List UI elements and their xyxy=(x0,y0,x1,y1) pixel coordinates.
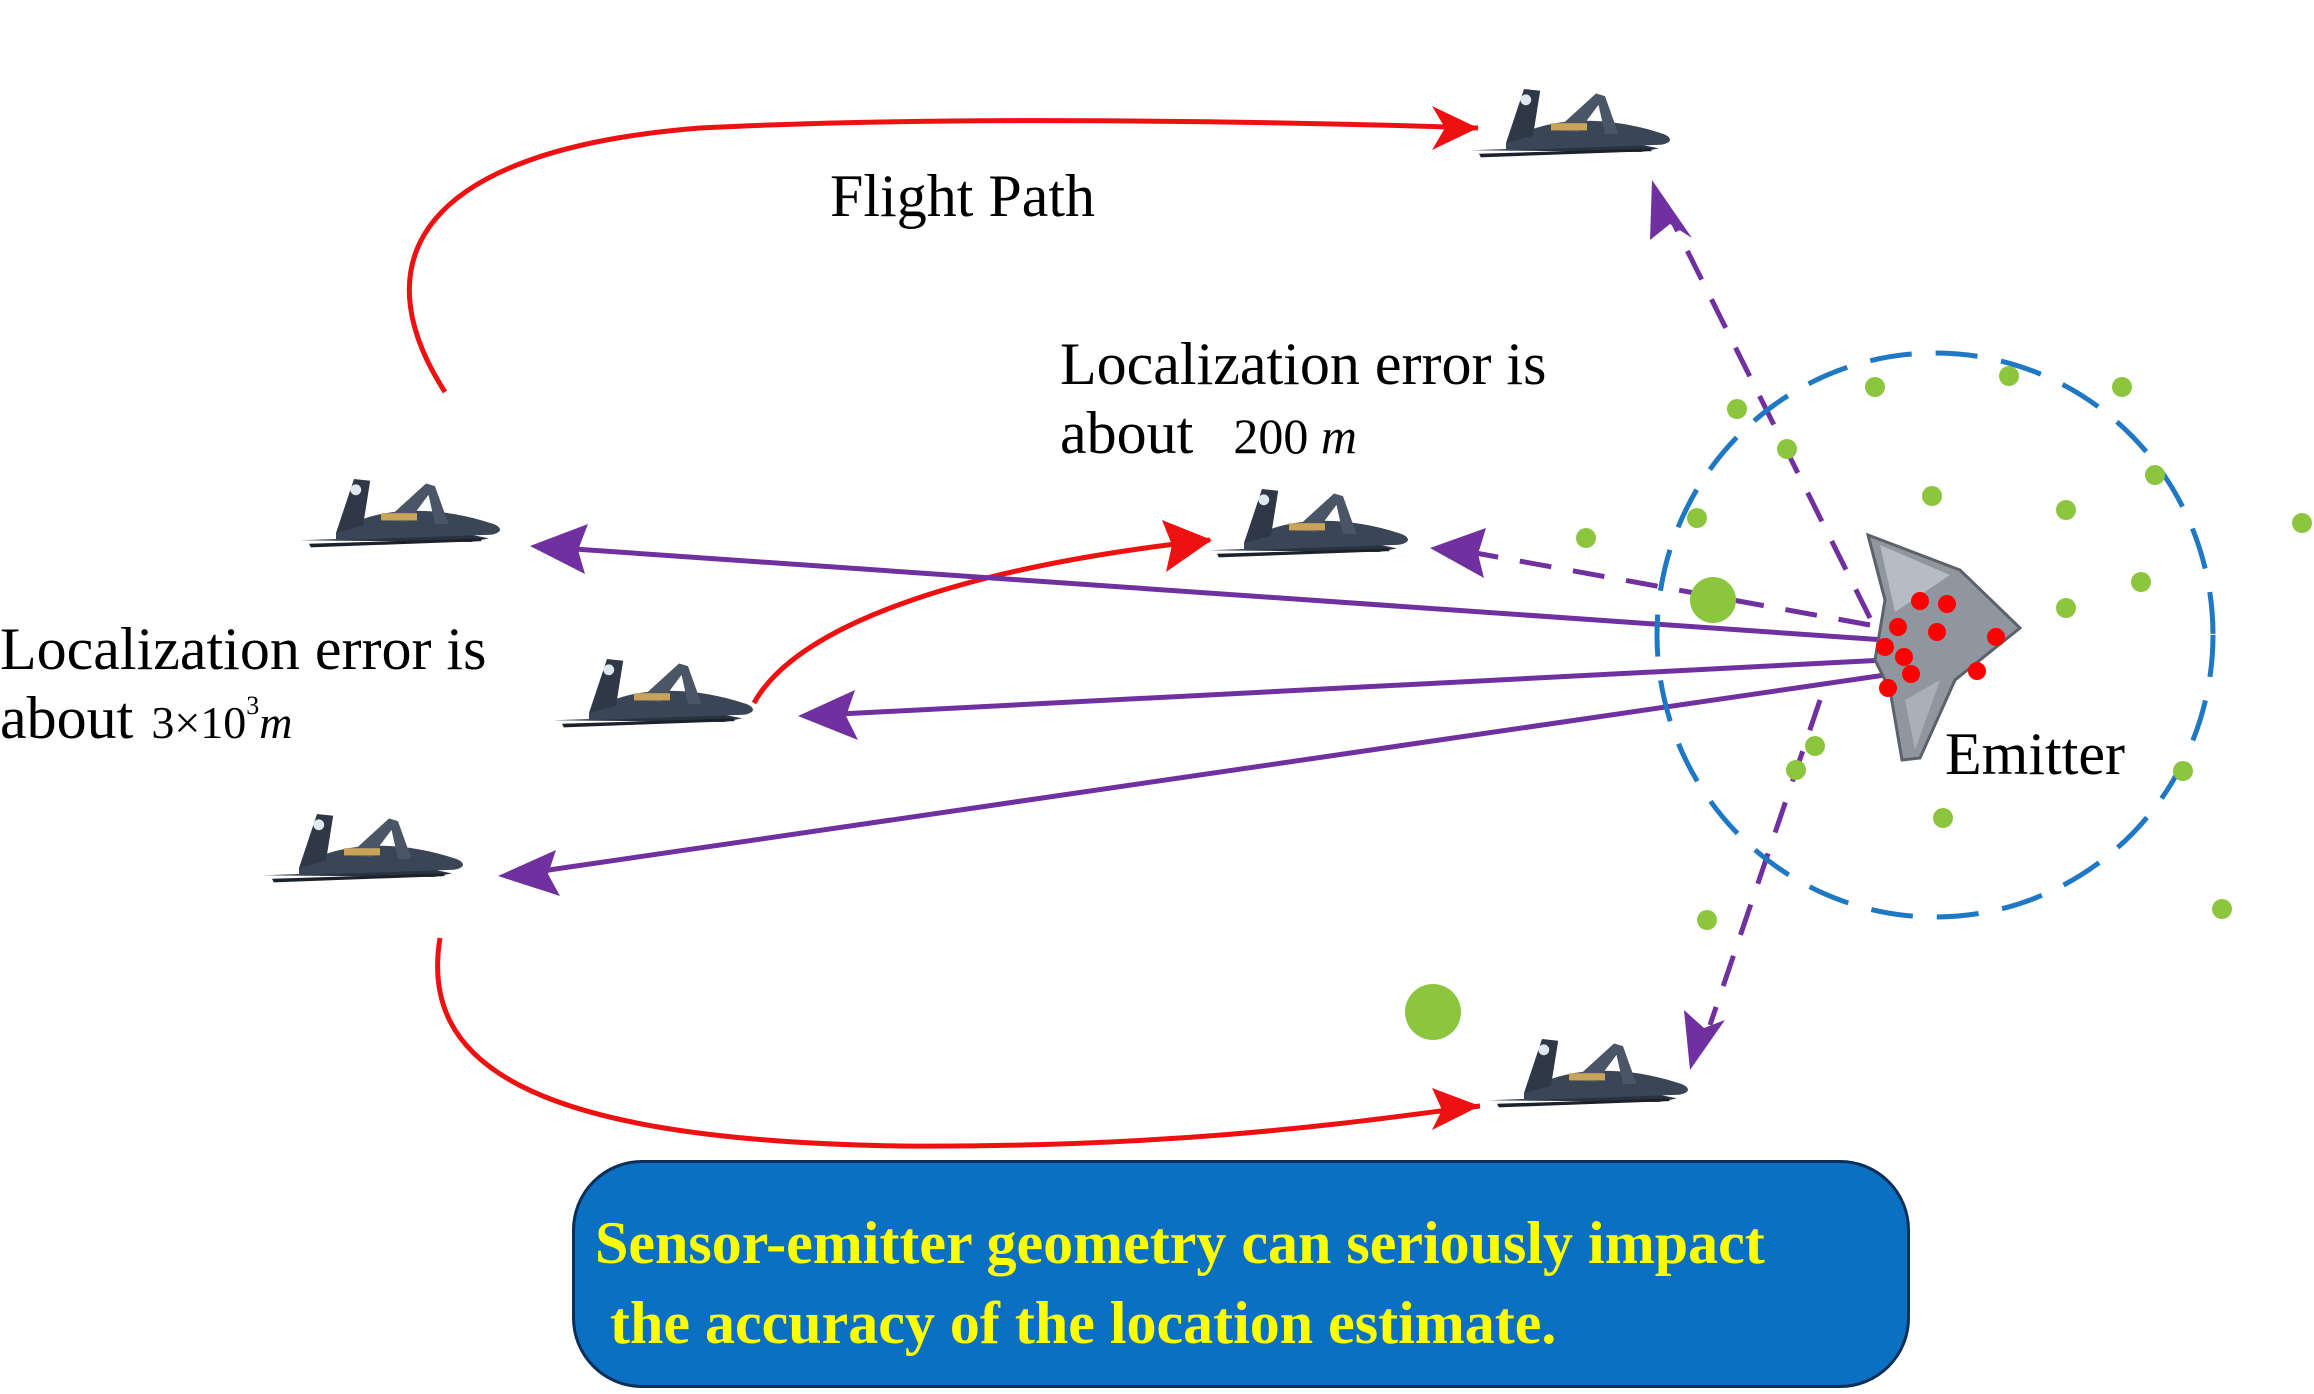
far-error-exponent: 3 xyxy=(246,691,260,720)
red-dots xyxy=(1876,592,2005,697)
sensor-aircraft-icon xyxy=(300,479,500,548)
emitter-aircraft-icon xyxy=(1865,532,2023,762)
dashed-lines xyxy=(1469,218,1873,1026)
conclusion-banner: Sensor-emitter geometry can seriously im… xyxy=(572,1160,1910,1388)
far-error-label: Localization error is about 3×103m xyxy=(0,615,486,753)
sensor-aircraft-icon xyxy=(263,814,463,883)
near-error-line2: about xyxy=(1060,400,1194,466)
near-error-line1: Localization error is xyxy=(1060,331,1547,397)
dashed-arrowheads xyxy=(1430,180,1725,1070)
measurement-lines xyxy=(534,545,1886,875)
sensor-aircraft-icon xyxy=(1488,1039,1688,1108)
green-dots xyxy=(1405,366,2312,1040)
near-error-unit: m xyxy=(1320,408,1357,464)
far-error-line2: about xyxy=(0,685,134,751)
flight-path xyxy=(406,106,1481,1149)
sensor-aircraft-icon xyxy=(1208,489,1408,558)
sensor-aircraft-icon xyxy=(1470,89,1670,158)
banner-line1: Sensor-emitter geometry can seriously im… xyxy=(595,1210,1765,1276)
measurement-arrowheads xyxy=(498,524,858,896)
far-error-unit: m xyxy=(259,697,293,748)
banner-line2: the accuracy of the location estimate. xyxy=(595,1290,1557,1356)
near-error-label: Localization error is about 200 m xyxy=(1060,330,1546,468)
far-error-mantissa: 3×10 xyxy=(151,697,247,748)
sensor-aircraft-icon xyxy=(553,659,753,728)
near-error-value: 200 xyxy=(1233,408,1309,464)
far-error-line1: Localization error is xyxy=(0,616,487,682)
emitter-label: Emitter xyxy=(1945,721,2125,787)
flight-path-label: Flight Path xyxy=(830,163,1096,229)
uncertainty-circle xyxy=(1654,350,2216,920)
